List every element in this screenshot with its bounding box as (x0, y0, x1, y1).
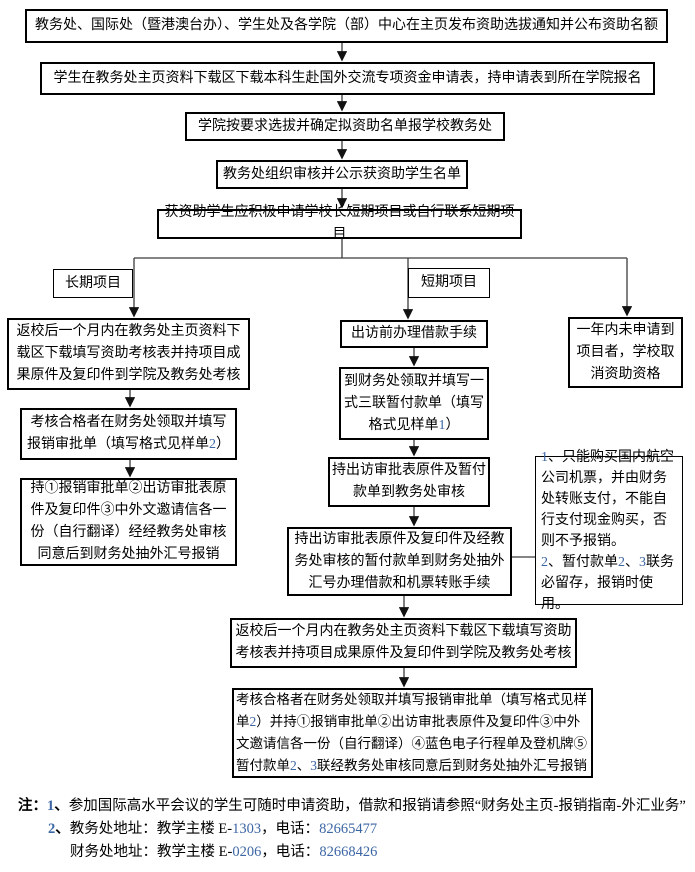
flow-node-cancel-qualification: 一年内未申请到项目者，学校取消资助资格 (568, 317, 683, 388)
long-reimburse-submit-text: 持①报销审批单②出访审批表原件及复印件③中外文邀请信各一份（自行翻译）经经教务处… (30, 481, 227, 562)
short-payment-form-text: 到财务处领取并填写一式三联暂付款单（填写格式见样单1） (344, 373, 484, 433)
footnote-line-2: 2、教务处地址：教学主楼 E-1303，电话：82665477 (48, 818, 693, 841)
footnote-2-text: 教务处地址：教学主楼 E-1303，电话：82665477 (69, 821, 378, 837)
footnote-prefix: 注： (18, 798, 47, 814)
footnote-3-text: 财务处地址：教学主楼 E-0206，电话：82668426 (70, 844, 378, 860)
footnote-line-3: 财务处地址：教学主楼 E-0206，电话：82668426 (70, 841, 693, 864)
publish-notice-text: 教务处、国际处（暨港澳台办）、学生处及各学院（部）中心在主页发布资助选拔通知并公… (35, 18, 658, 33)
flow-node-long-reimburse-form: 考核合格者在财务处领取并填写报销审批单（填写格式见样单2） (20, 408, 237, 460)
flow-node-publish-notice: 教务处、国际处（暨港澳台办）、学生处及各学院（部）中心在主页发布资助选拔通知并公… (25, 9, 668, 43)
short-finance-loan-text: 持出访审批表原件及复印件及经教务处审核的暂付款单到财务处抽外汇号办理借款和机票转… (294, 531, 505, 591)
flow-node-long-assessment: 返校后一个月内在教务处主页资料下载区下载填写资助考核表并持项目成果原件及复印件到… (7, 318, 250, 390)
long-reimburse-form-text: 考核合格者在财务处领取并填写报销审批单（填写格式见样单2） (27, 415, 230, 452)
footnote-1-number: 1、 (47, 798, 69, 814)
short-loan-procedure-text: 出访前办理借款手续 (351, 326, 477, 341)
flow-node-download-application: 学生在教务处主页资料下载区下载本科生赴国外交流专项资金申请表，持申请表到所在学院… (40, 62, 655, 95)
college-selection-text: 学院按要求选拔并确定拟资助名单报学校教务处 (198, 118, 492, 134)
footnote-line-1: 注：1、参加国际高水平会议的学生可随时申请资助，借款和报销请参照“财务处主页-报… (18, 795, 693, 818)
flow-node-review-publicity: 教务处组织审核并公示获资助学生名单 (216, 160, 468, 189)
ticket-note-1-text: 1、只能购买国内航空公司机票，并由财务处转账支付，不能自行支付现金购买，否则不予… (541, 449, 674, 549)
short-jwc-review-text: 持出访审批表原件及暂付款单到教务处审核 (332, 463, 486, 500)
merge-reimburse-text: 考核合格者在财务处领取并填写报销审批单（填写格式见样单2）并持①报销审批单②出访… (236, 692, 587, 773)
ticket-note-2-text: 2、暂付款单2、3联务必留存，报销时使用。 (541, 554, 674, 612)
flow-node-merge-reimburse: 考核合格者在财务处领取并填写报销审批单（填写格式见样单2）并持①报销审批单②出访… (232, 688, 593, 778)
flow-node-short-finance-loan: 持出访审批表原件及复印件及经教务处审核的暂付款单到财务处抽外汇号办理借款和机票转… (287, 527, 512, 596)
long-assessment-text: 返校后一个月内在教务处主页资料下载区下载填写资助考核表并持项目成果原件及复印件到… (16, 324, 241, 383)
long-term-label-text: 长期项目 (65, 275, 121, 291)
flow-node-merge-assessment: 返校后一个月内在教务处主页资料下载区下载填写资助考核表并持项目成果原件及复印件到… (230, 618, 577, 668)
flow-node-long-reimburse-submit: 持①报销审批单②出访审批表原件及复印件③中外文邀请信各一份（自行翻译）经经教务处… (20, 478, 237, 566)
footnote-1-text: 参加国际高水平会议的学生可随时申请资助，借款和报销请参照“财务处主页-报销指南-… (68, 798, 686, 814)
note-box-ticket-rules: 1、只能购买国内航空公司机票，并由财务处转账支付，不能自行支付现金购买，否则不予… (535, 450, 683, 612)
flow-node-short-payment-form: 到财务处领取并填写一式三联暂付款单（填写格式见样单1） (339, 367, 489, 440)
apply-projects-text: 获资助学生应积极申请学校长短期项目或自行联系短期项目 (164, 205, 515, 242)
short-term-label-text: 短期项目 (421, 275, 477, 290)
flow-node-short-jwc-review: 持出访审批表原件及暂付款单到教务处审核 (328, 457, 490, 507)
flow-node-short-loan-procedure: 出访前办理借款手续 (340, 320, 488, 348)
connector-group (124, 43, 633, 688)
branch-label-short-term: 短期项目 (408, 268, 490, 298)
cancel-qualification-text: 一年内未申请到项目者，学校取消资助资格 (576, 322, 675, 382)
flow-node-college-selection: 学院按要求选拔并确定拟资助名单报学校教务处 (185, 112, 505, 141)
branch-label-long-term: 长期项目 (53, 269, 133, 298)
merge-assessment-text: 返校后一个月内在教务处主页资料下载区下载填写资助考核表并持项目成果原件及复印件到… (235, 624, 572, 661)
flow-node-apply-projects: 获资助学生应积极申请学校长短期项目或自行联系短期项目 (157, 205, 522, 242)
download-application-text: 学生在教务处主页资料下载区下载本科生赴国外交流专项资金申请表，持申请表到所在学院… (53, 70, 642, 86)
footnote-2-number: 2、 (48, 821, 70, 837)
review-publicity-text: 教务处组织审核并公示获资助学生名单 (223, 166, 461, 182)
footnotes: 注：1、参加国际高水平会议的学生可随时申请资助，借款和报销请参照“财务处主页-报… (18, 795, 693, 864)
